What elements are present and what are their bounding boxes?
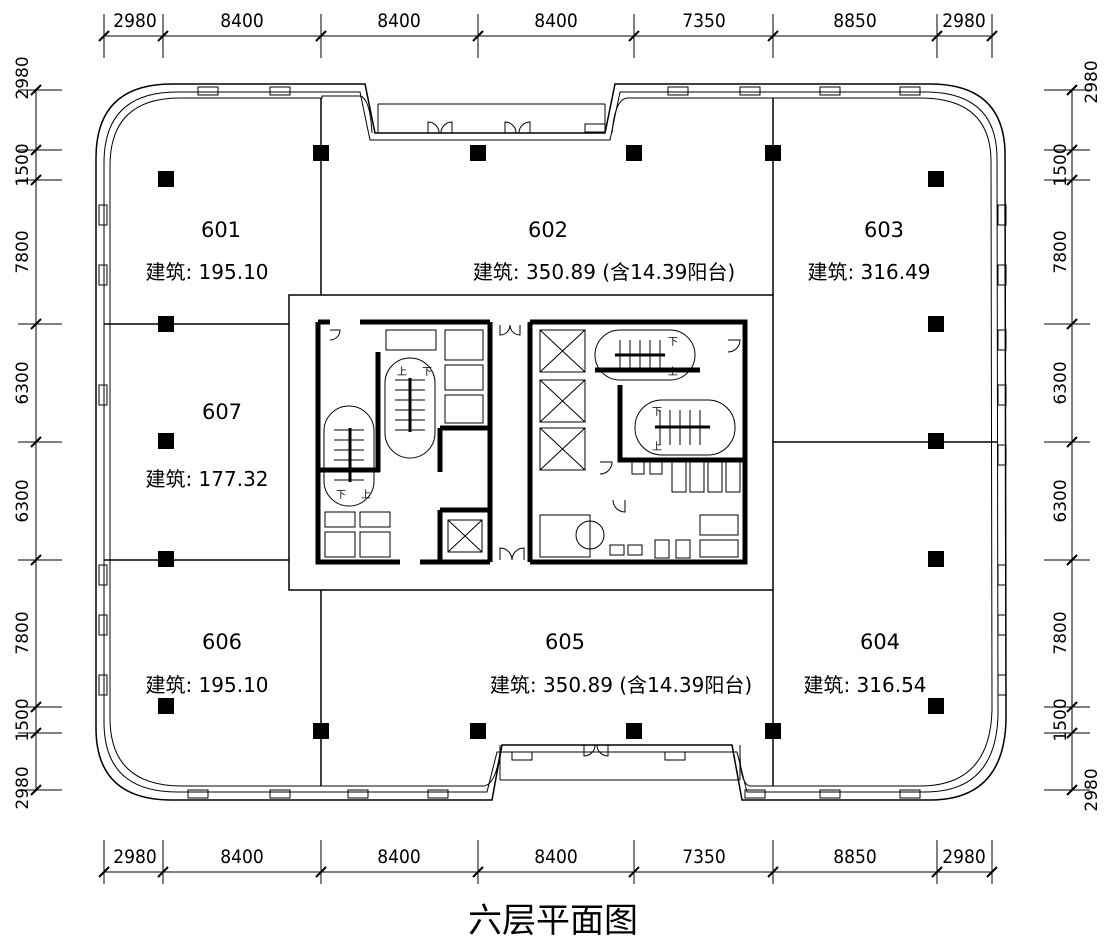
dim-left-6: 7800 — [13, 611, 33, 654]
dim-left-4: 6300 — [13, 361, 33, 404]
unit-601: 601 建筑: 195.10 — [145, 218, 268, 284]
dim-right-1: 2980 — [1082, 60, 1102, 103]
unit-604-number: 604 — [860, 630, 900, 654]
dim-bottom-3: 8400 — [377, 846, 421, 868]
left-dimension-chain: 2980 1500 7800 6300 6300 7800 1500 2980 — [13, 56, 62, 810]
dim-top-5: 7350 — [682, 10, 726, 32]
dim-top-3: 8400 — [377, 10, 421, 32]
unit-604-area: 建筑: 316.54 — [803, 673, 926, 697]
dim-right-8: 2980 — [1082, 768, 1102, 811]
dim-top-4: 8400 — [534, 10, 578, 32]
unit-601-number: 601 — [201, 218, 241, 242]
unit-606-number: 606 — [202, 630, 242, 654]
dim-right-4: 6300 — [1051, 361, 1071, 404]
dim-top-6: 8850 — [833, 10, 877, 32]
unit-605-number: 605 — [545, 630, 585, 654]
unit-607: 607 建筑: 177.32 — [145, 400, 268, 491]
unit-604: 604 建筑: 316.54 — [803, 630, 926, 697]
right-dimension-chain: 2980 1500 7800 6300 6300 7800 1500 2980 — [1044, 60, 1102, 812]
dim-right-5: 6300 — [1051, 479, 1071, 522]
service-core: 上 下 下 上 下 上 下 上 — [288, 294, 774, 591]
unit-603: 603 建筑: 316.49 — [807, 218, 930, 284]
top-dimension-chain: 2980 8400 8400 8400 7350 8850 2980 — [98, 10, 998, 58]
stair-up-mark-3: 上 — [668, 366, 678, 378]
dim-top-1: 2980 — [113, 10, 157, 32]
dim-left-3: 7800 — [13, 230, 33, 273]
unit-605-area: 建筑: 350.89 (含14.39阳台) — [490, 673, 752, 697]
stair-4: 下 上 — [634, 399, 736, 456]
bottom-dimension-chain: 2980 8400 8400 8400 7350 8850 2980 — [98, 840, 998, 884]
stair-up-mark-1: 上 — [397, 366, 407, 378]
dim-right-2: 1500 — [1051, 143, 1071, 186]
unit-606-area: 建筑: 195.10 — [145, 673, 268, 697]
structural-columns — [158, 145, 944, 739]
stair-down-mark-4: 下 — [652, 407, 662, 418]
dim-right-6: 7800 — [1051, 611, 1071, 654]
unit-602-area: 建筑: 350.89 (含14.39阳台) — [473, 260, 735, 284]
dim-left-2: 1500 — [13, 143, 33, 186]
dim-bottom-4: 8400 — [534, 846, 578, 868]
dim-bottom-1: 2980 — [113, 846, 157, 868]
stair-3: 下 上 — [594, 329, 696, 381]
unit-603-area: 建筑: 316.49 — [807, 260, 930, 284]
dim-left-8: 2980 — [13, 766, 33, 809]
dim-left-1: 2980 — [13, 56, 33, 99]
building-outline — [95, 83, 1007, 801]
drawing-title: 六层平面图 — [468, 901, 638, 941]
stair-down-mark-1: 下 — [422, 367, 432, 378]
unit-606: 606 建筑: 195.10 — [145, 630, 268, 697]
dim-right-7: 1500 — [1051, 698, 1071, 741]
stair-up-mark-4: 上 — [652, 441, 662, 453]
dim-top-7: 2980 — [942, 10, 986, 32]
dim-left-5: 6300 — [13, 479, 33, 522]
unit-607-area: 建筑: 177.32 — [145, 467, 268, 491]
dim-bottom-5: 7350 — [682, 846, 726, 868]
stair-1: 上 下 — [384, 357, 436, 459]
stair-down-mark-2: 下 — [336, 490, 346, 501]
unit-602-number: 602 — [528, 218, 568, 242]
dim-bottom-7: 2980 — [942, 846, 986, 868]
dim-bottom-2: 8400 — [220, 846, 264, 868]
unit-labels: 601 建筑: 195.10 602 建筑: 350.89 (含14.39阳台)… — [145, 218, 930, 697]
unit-603-number: 603 — [864, 218, 904, 242]
stair-down-mark-3: 下 — [668, 337, 678, 348]
unit-partitions — [104, 98, 998, 786]
stair-up-mark-2: 上 — [361, 489, 371, 501]
unit-601-area: 建筑: 195.10 — [145, 260, 268, 284]
unit-605: 605 建筑: 350.89 (含14.39阳台) — [490, 630, 752, 697]
stair-2: 下 上 — [323, 405, 375, 507]
dim-top-2: 8400 — [220, 10, 264, 32]
dim-right-3: 7800 — [1051, 230, 1071, 273]
dim-left-7: 1500 — [13, 698, 33, 741]
unit-602: 602 建筑: 350.89 (含14.39阳台) — [473, 218, 735, 284]
unit-607-number: 607 — [202, 400, 242, 424]
dim-bottom-6: 8850 — [833, 846, 877, 868]
